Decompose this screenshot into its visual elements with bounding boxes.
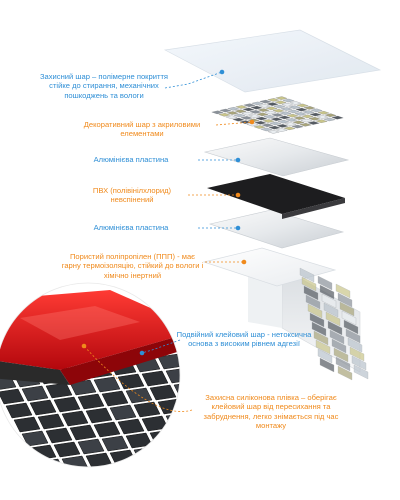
zoom-circle (0, 283, 180, 467)
connector-lines (83, 71, 253, 412)
pvc-layer-label: ПВХ (полівінілхлорид) невспінений (92, 186, 172, 205)
aluminum-plate-2-label: Алюмінієва пластина (93, 223, 169, 232)
red-film-fold (60, 330, 180, 385)
red-film-shine (20, 306, 140, 340)
film-layer-label: Захисна силіконова плівка – оберігає кле… (203, 393, 339, 431)
adhesive-band (0, 360, 70, 385)
decorative-mosaic-layer (211, 96, 344, 134)
aluminum-plate-2 (208, 209, 345, 249)
decorative-layer-label: Декоративний шар з акриловими елементами (83, 120, 201, 139)
ppp-layer (202, 247, 337, 287)
mosaic-edge-tiles (299, 267, 369, 381)
adhesive-layer-label: Подвійний клейовий шар - нетоксична осно… (176, 330, 312, 349)
connector-dots (81, 69, 255, 356)
ppp-layer-label: Пористий поліпропілен (ППП) - має гарну … (61, 252, 204, 280)
protective-layer (163, 29, 382, 93)
zoom-circle-border (0, 282, 181, 468)
aluminum-plate-1-label: Алюмінієва пластина (93, 155, 169, 164)
red-film-top (0, 290, 180, 370)
protective-layer-label: Захисний шар – полімерне покриття стійке… (39, 72, 169, 100)
pvc-layer (207, 174, 345, 219)
aluminum-plate-1 (203, 137, 350, 177)
